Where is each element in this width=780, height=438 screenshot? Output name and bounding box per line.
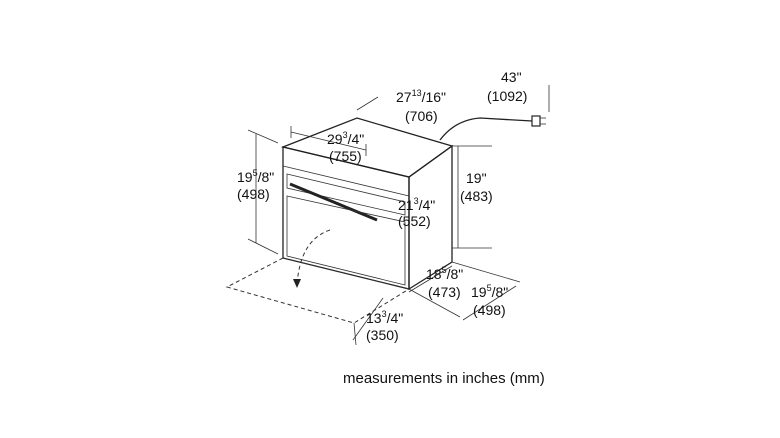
label-cabinet-height-mm: (483) [460,188,493,204]
open-door-footprint [225,257,411,324]
label-inner-depth-mm: (552) [398,213,431,229]
oven-front-face [282,146,410,290]
dim-line-front-width [290,131,367,151]
label-front-width: 293/4" [327,130,364,147]
dim-extension [451,261,521,283]
label-door-depth-mm: (350) [366,327,399,343]
door-handle [289,182,378,222]
control-panel-line [282,165,410,197]
label-inner-depth: 213/4" [398,196,435,213]
label-front-height-mm: (498) [237,186,270,202]
dim-line-top-width [356,96,379,111]
power-cord [439,115,546,141]
label-depth-total: 195/8" [471,283,508,300]
label-front-height: 195/8" [237,168,274,185]
dim-extension [408,288,461,318]
dim-line-door-depth [352,297,384,341]
dim-line-depth [408,265,453,293]
label-depth-total-mm: (498) [473,302,506,318]
door-swing-arc [296,229,331,286]
dimension-lines [247,85,550,346]
label-cord: 43" [501,69,522,85]
label-door-depth: 133/4" [366,309,403,326]
label-width-top-mm: (706) [405,108,438,124]
door-swing [225,229,411,324]
label-cabinet-height: 19" [466,170,487,186]
dim-line-depth-total [462,285,517,321]
dim-extension [353,322,357,346]
plug-icon [531,115,541,127]
oven-door [286,195,406,286]
dim-tick [247,129,279,144]
label-front-width-mm: (755) [329,148,362,164]
warming-drawer [286,173,406,216]
label-cord-mm: (1092) [487,88,527,104]
label-depth: 185/8" [426,265,463,282]
oven-top-face [280,117,454,178]
swing-arrow-head [293,279,301,288]
caption: measurements in inches (mm) [343,370,545,387]
label-width-top: 2713/16" [396,88,446,105]
dim-tick [247,238,279,255]
label-depth-mm: (473) [428,284,461,300]
cord-line [439,117,533,141]
